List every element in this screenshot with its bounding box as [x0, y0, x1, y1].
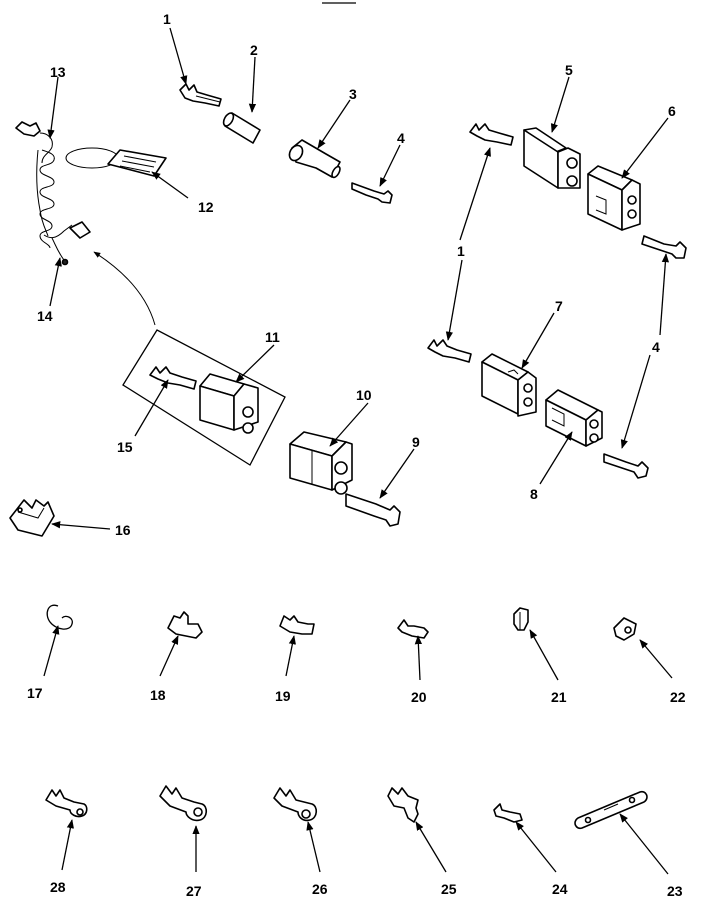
part-7-connector	[481, 353, 537, 417]
callout-7: 7	[555, 298, 563, 314]
part-4-terminal-right-lower	[603, 453, 649, 479]
callout-25: 25	[441, 881, 457, 897]
callout-27: 27	[186, 883, 202, 899]
part-22-terminal	[613, 617, 637, 641]
part-19-terminal	[279, 615, 315, 635]
callout-4-right: 4	[652, 339, 660, 355]
callout-21: 21	[551, 689, 567, 705]
callout-26: 26	[312, 881, 328, 897]
part-28-ring-terminal	[45, 789, 88, 818]
callout-28: 28	[50, 879, 66, 895]
part-21-terminal	[513, 607, 529, 631]
part-1-terminal-right-lower	[427, 339, 472, 363]
kit-panel	[93, 251, 286, 466]
callout-1-right: 1	[457, 243, 465, 259]
part-16-clip	[9, 499, 55, 537]
callout-3: 3	[349, 86, 357, 102]
callout-20: 20	[411, 689, 427, 705]
part-11-connector	[199, 373, 259, 434]
callout-labels: 1 2 3 4 5 6 7 8 9 10 11 12 13 14 15 16 1…	[27, 11, 686, 899]
part-17-clip	[46, 604, 73, 630]
callout-4: 4	[397, 130, 405, 146]
part-15-terminal	[149, 366, 197, 390]
callout-5: 5	[565, 62, 573, 78]
callout-2: 2	[250, 42, 258, 58]
callout-12: 12	[198, 199, 214, 215]
callout-9: 9	[412, 434, 420, 450]
part-25-terminal	[387, 787, 419, 823]
callout-16: 16	[115, 522, 131, 538]
part-10-connector	[289, 431, 353, 495]
part-1-terminal	[179, 83, 222, 107]
part-8-connector	[545, 389, 603, 447]
callout-22: 22	[670, 689, 686, 705]
part-27-ring-terminal	[159, 785, 208, 822]
callout-1: 1	[163, 11, 171, 27]
callout-14: 14	[37, 308, 53, 324]
callout-15: 15	[117, 439, 133, 455]
callout-13: 13	[50, 64, 66, 80]
part-24-terminal	[493, 803, 523, 823]
part-9-terminal	[345, 493, 401, 527]
part-2-sleeve	[222, 112, 261, 144]
part-1-terminal-right	[469, 123, 514, 146]
part-3-insulator	[288, 139, 341, 179]
part-18-terminal	[167, 611, 203, 639]
callout-10: 10	[356, 387, 372, 403]
callout-24: 24	[552, 881, 568, 897]
part-6-connector	[587, 165, 641, 231]
callout-19: 19	[275, 688, 291, 704]
part-5-connector	[523, 127, 581, 189]
callout-23: 23	[667, 883, 683, 899]
callout-18: 18	[150, 687, 166, 703]
callout-17: 17	[27, 685, 43, 701]
callout-11: 11	[265, 329, 280, 345]
part-12-tag	[65, 147, 167, 177]
part-4-terminal	[351, 182, 393, 204]
part-4-terminal-right-top	[641, 235, 687, 259]
part-26-ring-terminal	[273, 787, 318, 822]
leader-lines	[43, 27, 673, 875]
callout-8: 8	[530, 486, 538, 502]
part-20-terminal	[397, 619, 429, 639]
part-23-link	[574, 790, 648, 830]
part-13-harness	[15, 121, 91, 266]
callout-6: 6	[668, 103, 676, 119]
